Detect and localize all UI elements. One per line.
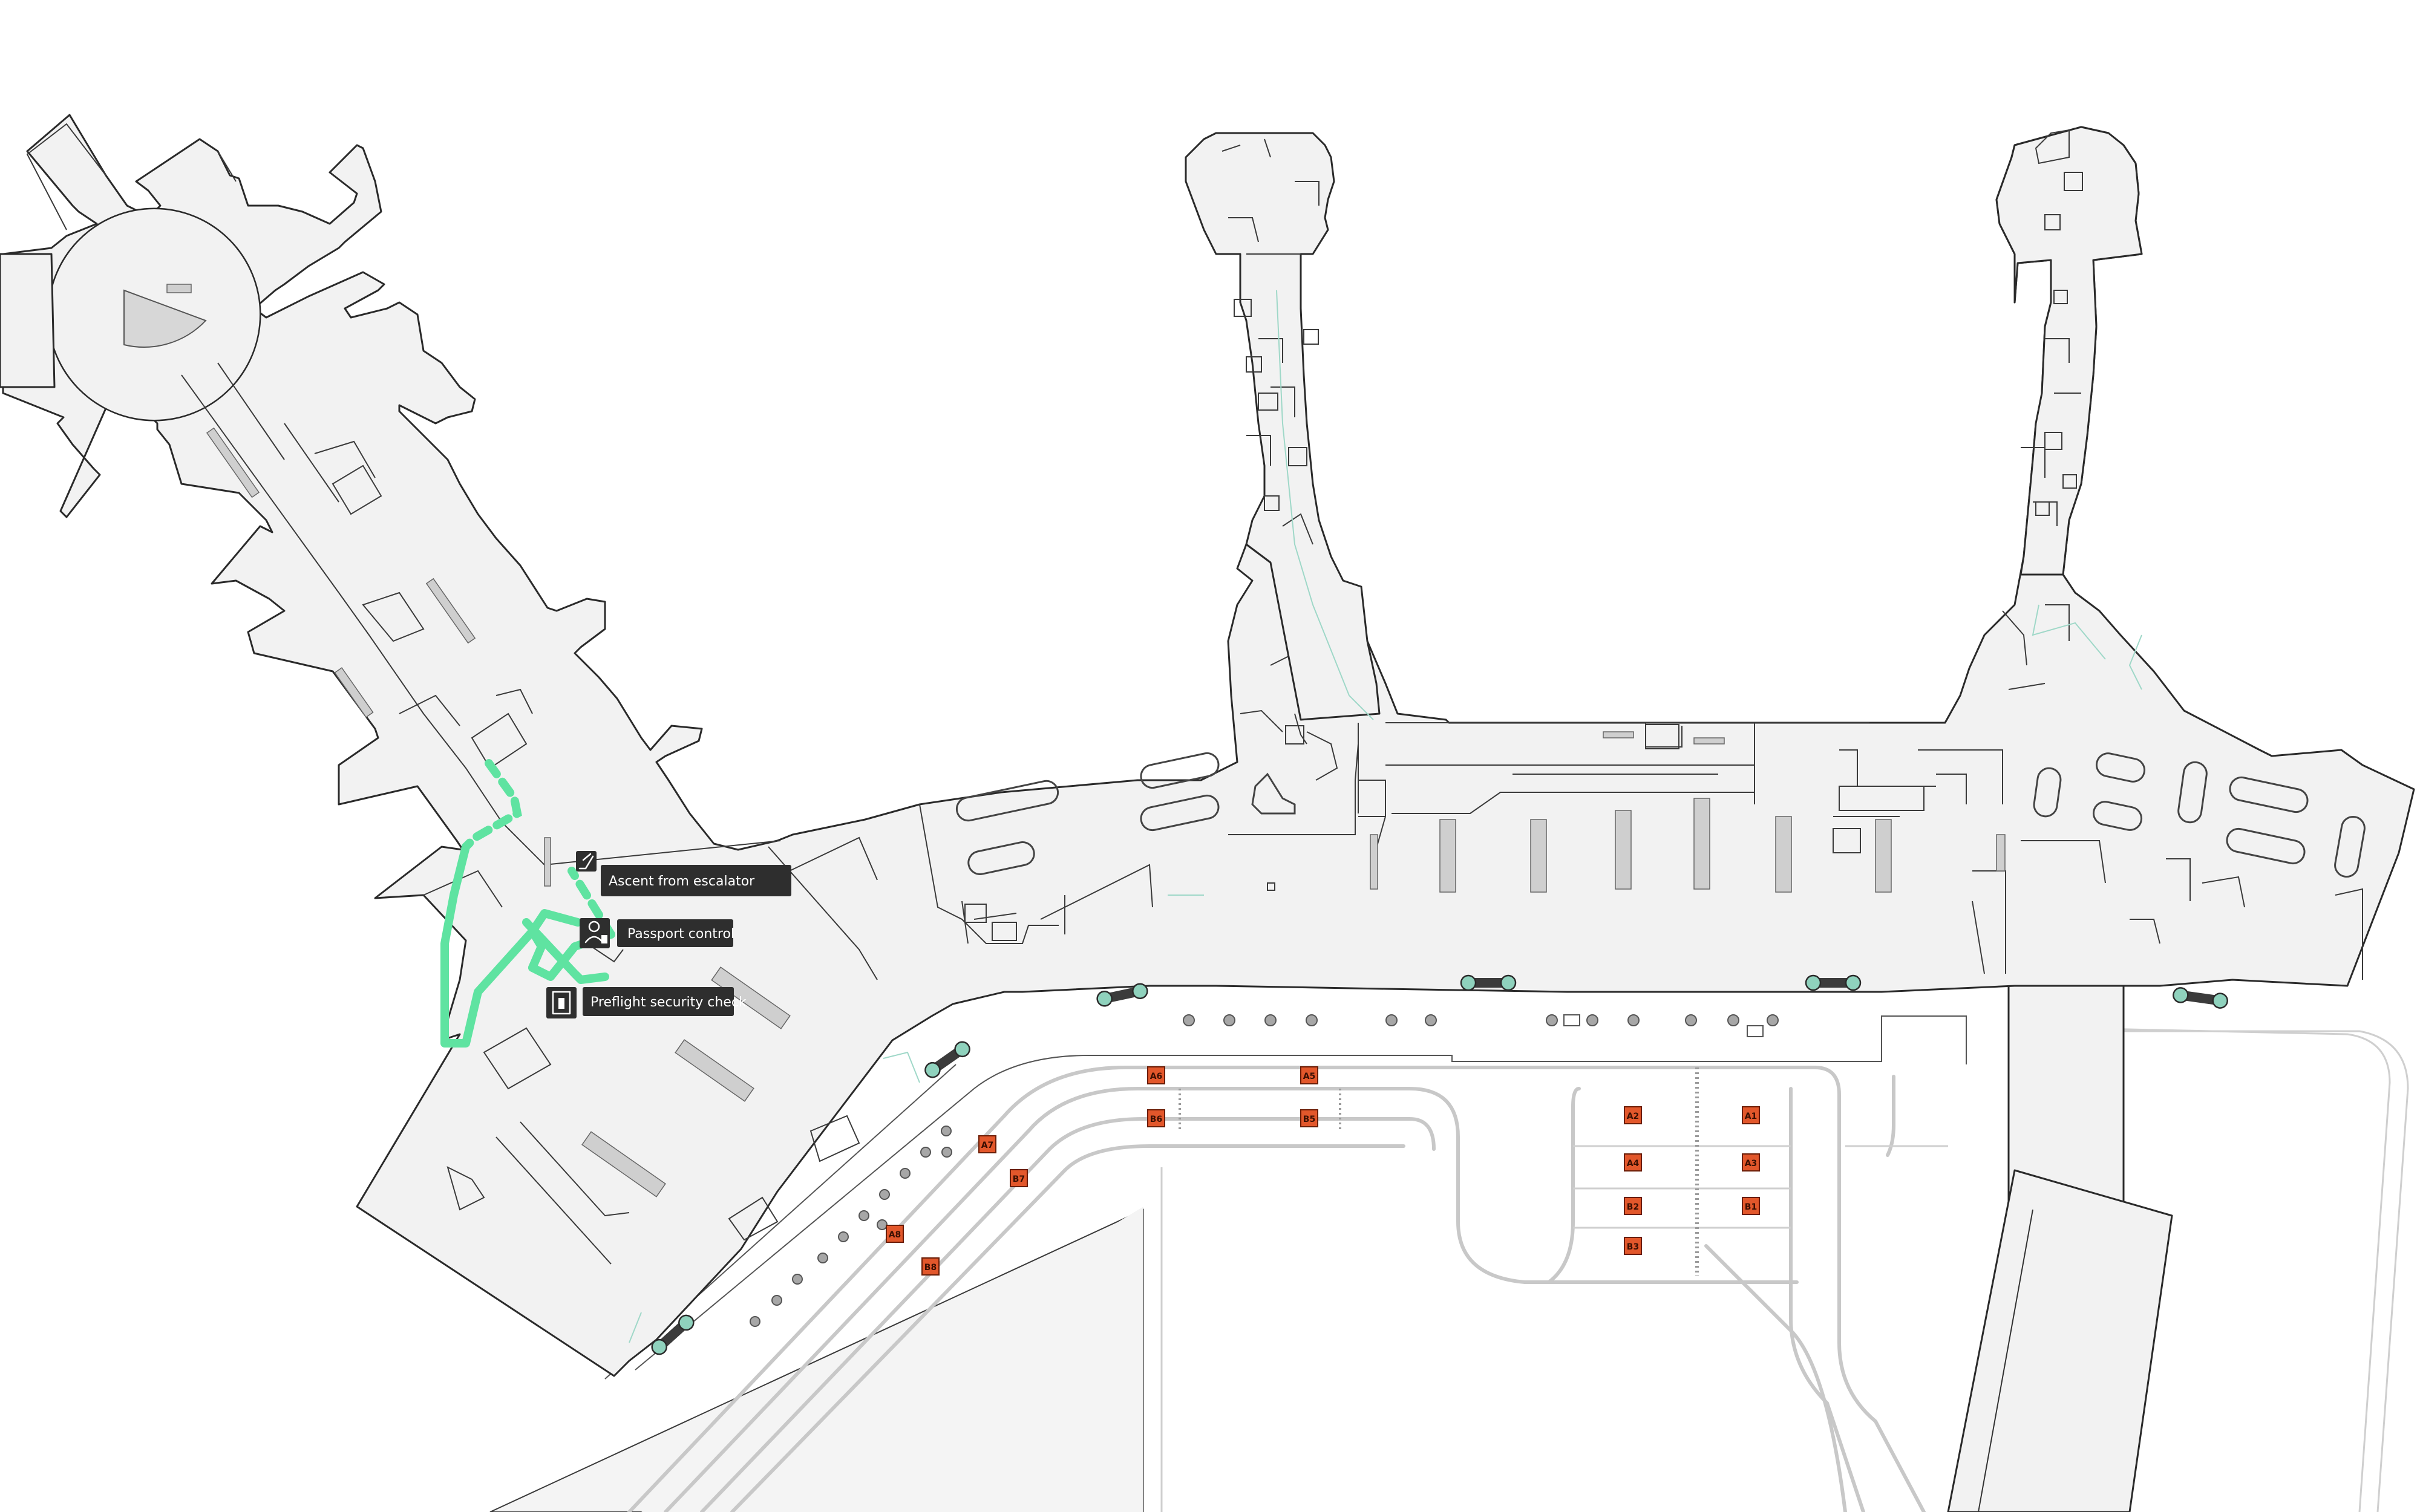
bus-stop-B2: B2 [1624,1197,1642,1215]
entrance-door [924,1041,970,1078]
entrance-doors [651,974,2228,1355]
bus-stop-A8: A8 [886,1225,904,1243]
bus-stop-A4: A4 [1624,1153,1642,1171]
escalator-up-icon [578,853,594,870]
svg-text:B5: B5 [1303,1115,1315,1124]
bus-stop-B6: B6 [1147,1109,1165,1127]
svg-text:B1: B1 [1745,1202,1757,1212]
svg-text:A6: A6 [1150,1072,1163,1081]
poi-security[interactable]: Preflight security check [546,987,747,1018]
svg-text:A1: A1 [1745,1112,1758,1121]
bus-stops: A1 A2 A3 A4 A5 A6 A7 A8 B1 B2 B3 B4 B5 B… [886,1066,1760,1276]
bus-stop-B8: B8 [921,1257,940,1276]
bus-stop-A6: A6 [1147,1066,1165,1084]
poi-passport[interactable]: Passport control [580,918,734,948]
navigation-route [440,759,615,1048]
bus-stop-B7: B7 [1010,1169,1028,1187]
svg-text:A8: A8 [889,1230,901,1240]
svg-text:A7: A7 [981,1141,994,1150]
svg-text:B6: B6 [1150,1115,1162,1124]
entrance-door [1460,974,1517,991]
svg-text:B7: B7 [1013,1175,1025,1184]
bus-stop-B5: B5 [1300,1109,1318,1127]
entrance-door [2173,987,2228,1009]
poi-escalator[interactable]: Ascent from escalator [576,851,791,896]
right-side-buildings [1947,979,2173,1512]
svg-text:B8: B8 [924,1263,937,1272]
bus-stop-B3: B3 [1624,1237,1642,1255]
bus-stop-B1: B1 [1742,1197,1760,1215]
poi-label: Passport control [627,927,734,942]
entrance-door [1096,983,1148,1007]
svg-text:A5: A5 [1303,1072,1316,1081]
checkin-counters [166,284,2006,1198]
bus-stop-A3: A3 [1742,1153,1760,1171]
walkway-lines [629,290,2142,1343]
poi-label: Ascent from escalator [609,874,755,889]
bus-stop-A2: A2 [1624,1106,1642,1124]
svg-text:A3: A3 [1745,1159,1758,1168]
passport-officer-icon [584,921,607,943]
bus-stop-A7: A7 [978,1135,996,1153]
entrance-door [1805,974,1862,991]
security-scanner-icon [552,991,571,1015]
entrance-door [651,1314,695,1355]
svg-text:B2: B2 [1627,1202,1639,1212]
poi-label: Preflight security check [590,995,747,1010]
bus-stop-A1: A1 [1742,1106,1760,1124]
road-network [489,1015,2409,1512]
bus-stop-A5: A5 [1300,1066,1318,1084]
checkin-islands [955,752,2366,878]
svg-text:A4: A4 [1627,1159,1640,1168]
svg-text:B3: B3 [1627,1242,1639,1252]
svg-text:A2: A2 [1627,1112,1640,1121]
bollards [750,1014,1779,1327]
